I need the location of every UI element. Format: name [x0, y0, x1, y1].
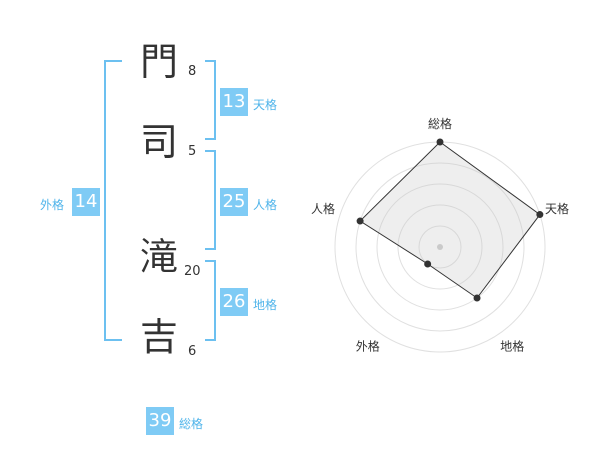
- gaikaku-value: 14: [72, 188, 100, 216]
- jinkaku-value: 25: [220, 188, 248, 216]
- tenkaku-value: 13: [220, 88, 248, 116]
- stroke-count-4: 6: [188, 344, 197, 359]
- name-char-3: 滝: [140, 235, 179, 279]
- radar-ring-4: [355, 162, 525, 332]
- radar-point-2: [473, 294, 481, 302]
- radar-point-0: [436, 138, 444, 146]
- jinkaku-label: 人格: [253, 198, 278, 212]
- stroke-count-1: 8: [188, 64, 197, 79]
- radar-axis-label-1: 天格: [545, 201, 569, 216]
- name-char-2: 司: [140, 120, 179, 164]
- gaikaku-label: 外格: [40, 198, 65, 212]
- name-char-4: 吉: [140, 315, 179, 359]
- radar-points: [356, 138, 544, 302]
- chikaku-value: 26: [220, 288, 248, 316]
- radar-ring-1: [418, 225, 462, 269]
- stroke-count-2: 5: [188, 144, 197, 159]
- name-char-1: 門: [140, 40, 179, 84]
- radar-ring-2: [397, 204, 483, 290]
- stroke-count-3: 20: [184, 264, 201, 279]
- radar-ring-3: [376, 183, 504, 311]
- radar-axis-label-0: 総格: [428, 116, 452, 131]
- chikaku-label: 地格: [253, 298, 278, 312]
- tenkaku-label: 天格: [253, 98, 278, 112]
- radar-point-3: [424, 260, 432, 268]
- radar-axis-label-3: 外格: [356, 339, 380, 354]
- soukaku-value: 39: [146, 407, 174, 435]
- radar-point-1: [536, 211, 544, 219]
- radar-center: [437, 244, 443, 250]
- radar-axis-label-4: 人格: [311, 201, 335, 216]
- radar-area: [359, 141, 541, 299]
- radar-axis-label-2: 地格: [500, 339, 524, 354]
- soukaku-label: 総格: [179, 417, 204, 431]
- radar-point-4: [356, 217, 364, 225]
